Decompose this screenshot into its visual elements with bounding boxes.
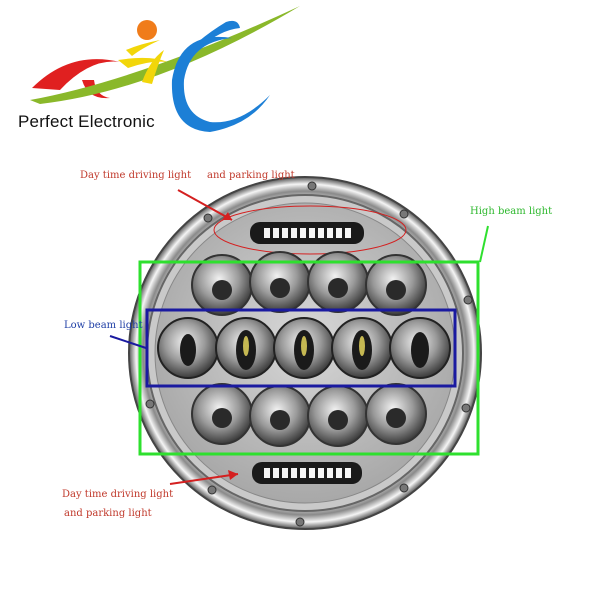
drl-top-label-line2: and parking light: [207, 170, 295, 181]
brand-name: Perfect Electronic: [18, 112, 155, 131]
drl-bottom-label-line2: and parking light: [64, 508, 152, 519]
drl-bottom-label-line1: Day time driving light: [62, 489, 174, 500]
high-beam-label: High beam light: [470, 206, 553, 217]
low-beam-label: Low beam light: [64, 320, 143, 331]
brand-logo-icon: [30, 6, 300, 132]
drl-top-label-line1: Day time driving light: [80, 170, 192, 181]
